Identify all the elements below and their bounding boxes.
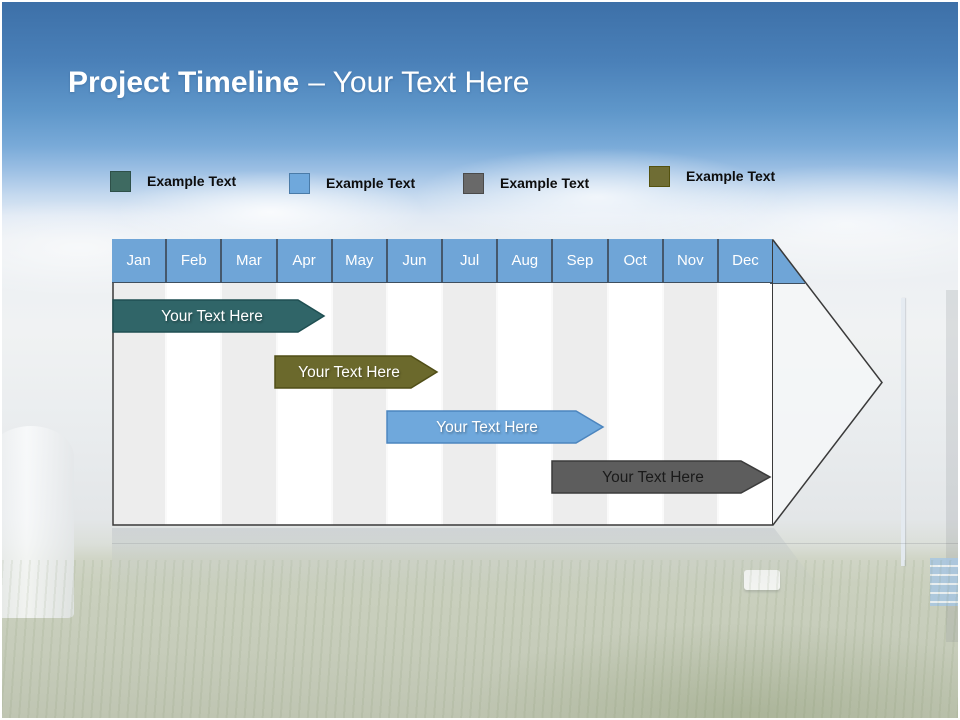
legend-swatch-olive — [649, 166, 670, 187]
legend-swatch-teal — [110, 171, 131, 192]
title-primary: Project Timeline — [68, 66, 300, 99]
month-header-mar: Mar — [222, 239, 278, 282]
month-header-nov: Nov — [663, 239, 719, 282]
month-header-jun: Jun — [387, 239, 444, 282]
background-fence-line — [112, 543, 958, 544]
month-column-aug — [498, 283, 554, 525]
month-header-dec: Dec — [718, 239, 773, 282]
month-column-jun — [387, 283, 444, 525]
month-header-may: May — [332, 239, 388, 282]
month-columns — [112, 283, 773, 525]
legend-item-3: Example Text — [463, 173, 589, 194]
legend-label: Example Text — [500, 175, 590, 191]
background-pole — [901, 298, 905, 566]
bar-label: Your Text Here — [436, 419, 538, 436]
slide-title: Project Timeline– Your Text Here — [68, 64, 529, 102]
bar-label: Your Text Here — [298, 364, 400, 381]
timeline-bar-1: Your Text Here — [112, 299, 326, 333]
month-header-row: Jan Feb Mar Apr May Jun Jul Aug Sep Oct … — [112, 239, 773, 283]
timeline-bar-4: Your Text Here — [551, 460, 772, 494]
month-column-may — [332, 283, 388, 525]
background-tank — [2, 426, 74, 618]
month-header-feb: Feb — [167, 239, 223, 282]
legend-item-1: Example Text — [110, 171, 236, 192]
month-header-apr: Apr — [277, 239, 333, 282]
background-van — [744, 570, 780, 590]
legend-swatch-gray — [463, 173, 484, 194]
timeline-chart: Jan Feb Mar Apr May Jun Jul Aug Sep Oct … — [112, 239, 884, 526]
legend-label: Example Text — [147, 173, 237, 189]
title-secondary: – Your Text Here — [308, 66, 530, 99]
timeline-reflection — [112, 528, 841, 616]
month-column-jul — [443, 283, 499, 525]
month-header-sep: Sep — [553, 239, 609, 282]
month-header-oct: Oct — [608, 239, 664, 282]
background-solar-panel — [930, 558, 958, 606]
month-header-jul: Jul — [443, 239, 499, 282]
bar-label: Your Text Here — [602, 469, 704, 486]
month-header-aug: Aug — [498, 239, 554, 282]
legend-item-2: Example Text — [289, 173, 415, 194]
timeline-bar-2: Your Text Here — [274, 355, 439, 389]
bar-shape — [551, 460, 772, 494]
legend-swatch-blue — [289, 173, 310, 194]
background-building — [946, 290, 958, 642]
legend-label: Example Text — [686, 168, 776, 184]
legend-label: Example Text — [326, 175, 416, 191]
bar-label: Your Text Here — [161, 308, 263, 325]
month-header-jan: Jan — [112, 239, 168, 282]
legend-item-4: Example Text — [649, 166, 775, 187]
timeline-bar-3: Your Text Here — [386, 410, 605, 444]
